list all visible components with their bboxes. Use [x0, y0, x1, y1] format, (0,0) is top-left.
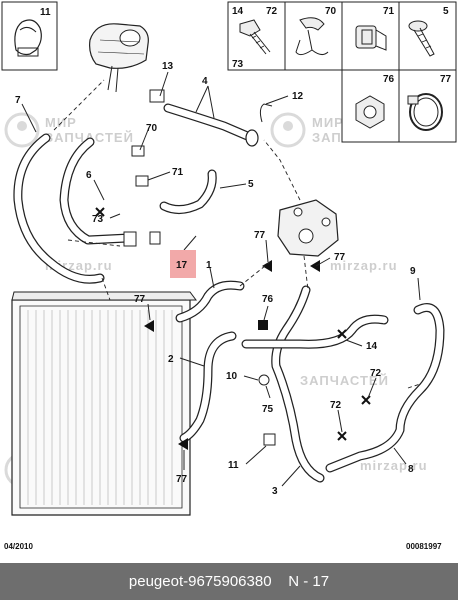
caption-separator: -	[183, 573, 189, 590]
part-box-72-label: 72	[266, 6, 278, 17]
part-box-73-label: 73	[232, 59, 244, 70]
watermark-logo-1	[4, 112, 40, 148]
caption: peugeot - 9675906380 N - 17	[0, 563, 458, 600]
part-box-70-label: 70	[325, 6, 337, 17]
callout-7: 7	[15, 95, 21, 106]
callout-4: 4	[202, 76, 208, 87]
callout-12: 12	[292, 91, 304, 102]
callout-6: 6	[86, 170, 92, 181]
expansion-tank	[89, 23, 149, 93]
callout-75: 75	[262, 404, 274, 415]
bolt-icon	[239, 19, 271, 55]
callout-73: 73	[92, 214, 104, 225]
callout-10: 10	[226, 371, 238, 382]
part-box-11: 11	[1, 1, 58, 71]
callout-77-c: 77	[134, 294, 146, 305]
caption-bar	[0, 563, 458, 600]
watermark-text-5: ЗАПЧАСТЕЙ	[300, 373, 389, 388]
callout-8: 8	[408, 464, 414, 475]
watermark-logo-2	[270, 112, 306, 148]
part-box-77-label: 77	[440, 74, 452, 85]
caption-brand: peugeot	[128, 573, 184, 590]
parts-diagram: МИР ЗАПЧАСТЕЙ МИР ЗАПЧАСТЕЙ mirzap.ru mi…	[1, 1, 457, 551]
diagram-date: 04/2010	[4, 542, 33, 551]
caption-part-number: 9675906380	[188, 573, 272, 590]
nut-icon	[355, 95, 385, 129]
highlight-box	[170, 250, 196, 278]
watermark-text-1: МИР	[45, 115, 77, 130]
hose-clamp-icon	[407, 93, 443, 131]
callout-77-b: 77	[334, 252, 346, 263]
fastener-icon	[355, 25, 387, 51]
screw-icon	[408, 20, 435, 57]
leader-lines	[21, 71, 421, 487]
part-box-group-right: 14 72 73 70 71 5 76 77	[227, 1, 457, 143]
callout-70: 70	[146, 123, 158, 134]
part-box-14-label: 14	[232, 6, 244, 17]
callout-13: 13	[162, 61, 174, 72]
radiator	[11, 291, 197, 516]
highlight-label: 17	[176, 260, 188, 271]
part-box-5-label: 5	[443, 6, 449, 17]
part-box-71-label: 71	[383, 6, 395, 17]
callout-14: 14	[366, 341, 378, 352]
caption-position: N - 17	[288, 573, 330, 590]
callout-76: 76	[262, 294, 274, 305]
callout-labels: 13 4 12 7 70 6 71 5 73 17 1 77 77 77 9 7…	[15, 61, 416, 497]
callout-2: 2	[168, 354, 174, 365]
callout-72-a: 72	[370, 368, 382, 379]
watermark-url-4: mirzap.ru	[360, 458, 428, 473]
diagram-code: 00081997	[406, 542, 442, 551]
watermark-text-2: ЗАПЧАСТЕЙ	[45, 130, 134, 145]
callout-3: 3	[272, 486, 278, 497]
fittings	[95, 89, 371, 450]
callout-9: 9	[410, 266, 416, 277]
part-box-11-label: 11	[40, 7, 51, 18]
watermark-url-2: mirzap.ru	[330, 258, 398, 273]
hose-set	[13, 103, 445, 483]
callout-1: 1	[206, 260, 212, 271]
callout-77-a: 77	[254, 230, 266, 241]
thermostat-housing	[277, 199, 339, 257]
callout-71: 71	[172, 167, 184, 178]
watermark-text-3: МИР	[312, 115, 344, 130]
clip-icon	[295, 17, 329, 56]
callout-11: 11	[228, 460, 239, 471]
callout-5: 5	[248, 179, 254, 190]
callout-72-b: 72	[330, 400, 342, 411]
callout-77-d: 77	[176, 474, 188, 485]
part-box-76-label: 76	[383, 74, 395, 85]
